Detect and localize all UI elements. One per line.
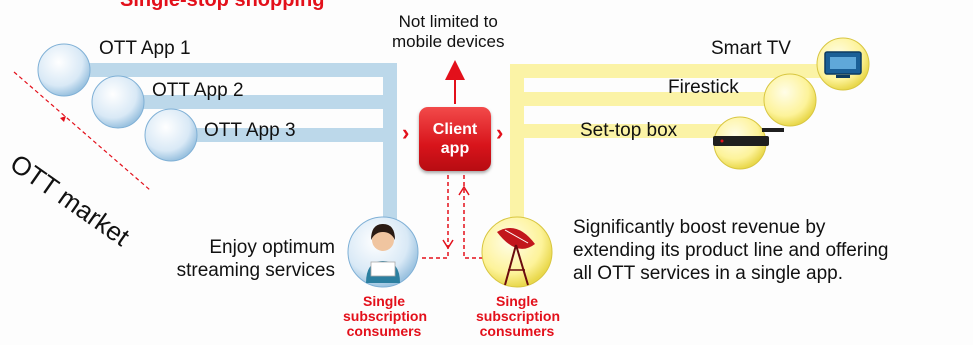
ott-app-1-bubble [37,43,91,97]
consumer-text: Enjoy optimum streaming services [175,236,335,282]
left-tag-line2: subscription [343,308,428,324]
firestick-label: Firestick [668,77,739,98]
right-tag-line1: Single [495,293,538,309]
smart-tv-icon [824,51,862,78]
client-app-button[interactable]: Client app [419,107,491,171]
chevron-left-icon: › [402,120,410,145]
consumer-text-line2: streaming services [176,260,335,281]
yellow-pipes [510,64,840,239]
left-tag-line1: Single [362,293,405,309]
top-note: Not limited to mobile devices [392,12,505,51]
operator-text-line2: extending its product line and offering [573,240,889,261]
ott-app-1-label: OTT App 1 [99,38,191,59]
firestick-bubble [763,73,817,127]
up-arrowhead [458,185,470,196]
ott-market-arrow [60,116,66,122]
satellite-dish-icon [497,228,535,286]
left-tag-line3: consumers [346,323,422,339]
operator-text-line3: all OTT services in a single app. [573,263,843,284]
operator-bubble [481,216,553,288]
ott-app-3-bubble [144,108,198,162]
consumer-bubble [347,216,419,288]
header-title: Single-stop shopping [120,0,324,11]
right-tag-line3: consumers [479,323,555,339]
consumer-person-icon [366,224,400,283]
chevron-right-icon: › [496,120,504,145]
ott-app-3-label: OTT App 3 [204,120,296,141]
blue-pipes [60,63,397,233]
right-subscription-tag: Single subscription consumers [476,293,561,339]
operator-text: Significantly boost revenue by extending… [573,216,888,285]
set-top-box-icon [713,128,784,146]
left-subscription-tag: Single subscription consumers [343,293,428,339]
down-arrowhead [442,239,454,250]
ott-market-bracket [13,71,151,191]
right-tag-line2: subscription [476,308,561,324]
ott-app-2-label: OTT App 2 [152,80,244,101]
consumer-text-line1: Enjoy optimum [209,237,335,258]
set-top-box-label: Set-top box [580,120,678,141]
smart-tv-label: Smart TV [711,38,791,59]
operator-text-line1: Significantly boost revenue by [573,217,826,238]
ott-app-2-bubble [91,75,145,129]
dashed-connectors [420,175,488,259]
client-app-label-line2: app [440,140,470,157]
client-app-label-line1: Client [432,121,478,138]
